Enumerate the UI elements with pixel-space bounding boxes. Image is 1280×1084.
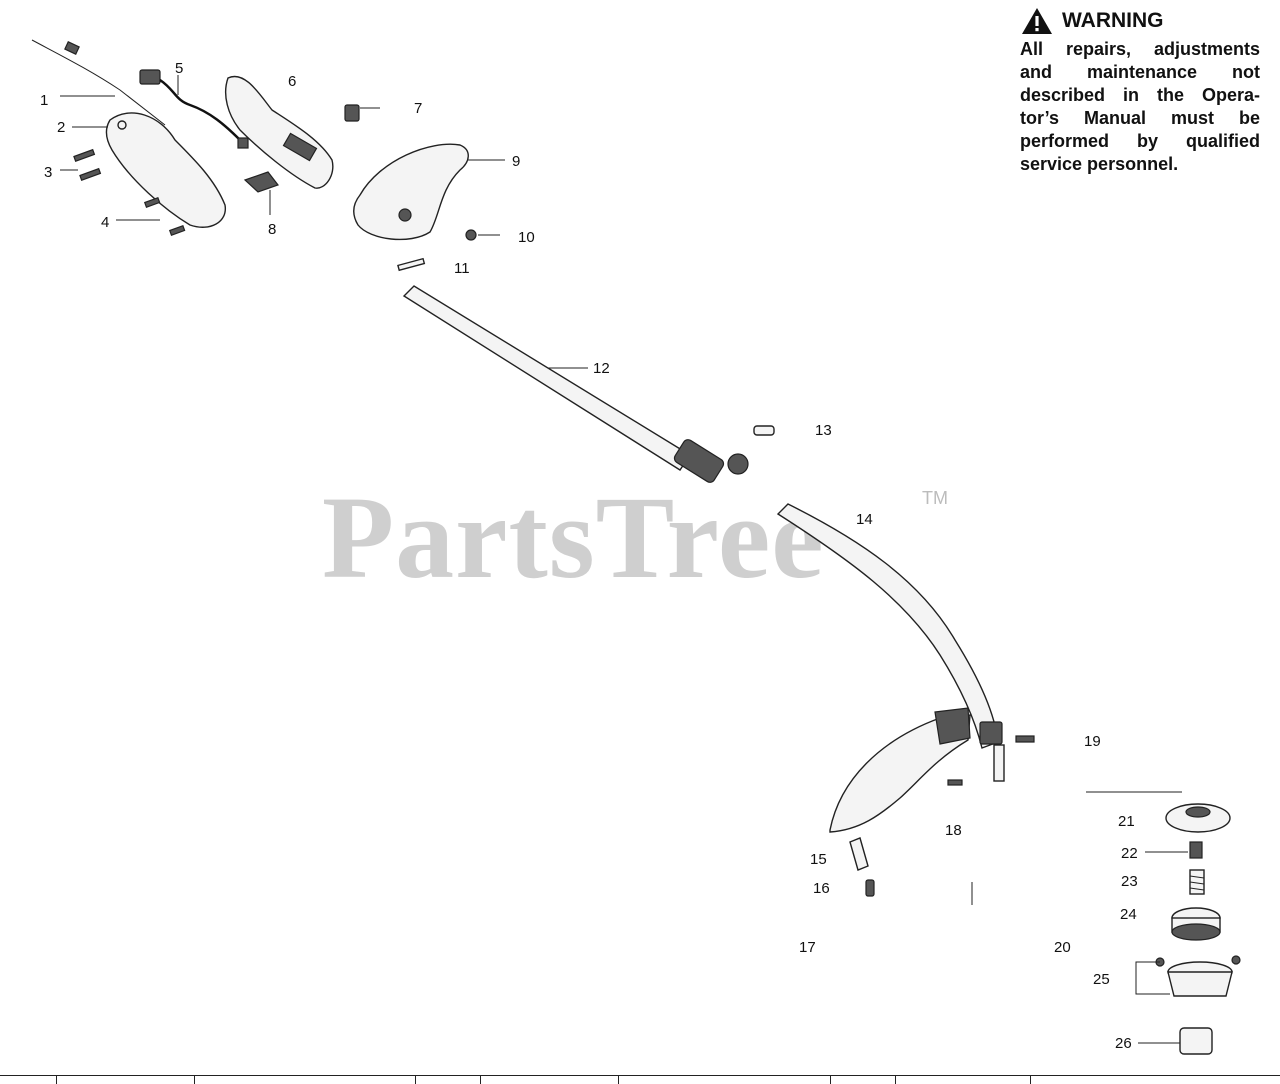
warning-line: and maintenance not <box>1020 62 1260 82</box>
part-2-handle-housing-left[interactable] <box>105 112 226 228</box>
callout-13: 13 <box>815 422 832 439</box>
callout-8: 8 <box>268 221 276 238</box>
footer-divider <box>895 1076 896 1084</box>
part-10-nut[interactable] <box>465 229 477 241</box>
trademark-mark: TM <box>922 488 948 508</box>
warning-body: All repairs, adjustments and maintenance… <box>1020 38 1260 176</box>
footer-divider <box>194 1076 195 1084</box>
part-8-trigger[interactable] <box>243 171 279 193</box>
callout-9: 9 <box>512 153 520 170</box>
warning-title: WARNING <box>1062 9 1164 32</box>
callout-14: 14 <box>856 511 873 528</box>
part-7-clip[interactable] <box>344 104 360 122</box>
callout-23: 23 <box>1121 873 1138 890</box>
footer-divider <box>1030 1076 1031 1084</box>
warning-heading: WARNING <box>1020 4 1260 38</box>
watermark: PartsTree <box>322 472 825 603</box>
callout-22: 22 <box>1121 845 1138 862</box>
callout-21: 21 <box>1118 813 1135 830</box>
warning-line: tor’s Manual must be <box>1020 108 1260 128</box>
callout-15: 15 <box>810 851 827 868</box>
part-1-throttle-cable[interactable] <box>31 39 166 126</box>
footer-divider <box>618 1076 619 1084</box>
part-21-spool-housing[interactable] <box>1165 803 1231 833</box>
part-25-cover[interactable] <box>1155 955 1241 997</box>
footer-rule <box>0 1075 1280 1084</box>
leader-lines <box>60 75 1188 1044</box>
callout-1: 1 <box>40 92 48 109</box>
part-22-shaft-adapter[interactable] <box>1189 841 1203 859</box>
callout-26: 26 <box>1115 1035 1132 1052</box>
part-4-screws[interactable] <box>143 196 186 236</box>
callout-11: 11 <box>454 260 470 277</box>
callout-5: 5 <box>175 60 183 77</box>
callout-17: 17 <box>799 939 816 956</box>
part-19-screw[interactable] <box>1015 735 1035 743</box>
part-15-guard[interactable] <box>829 707 971 871</box>
callout-12: 12 <box>593 360 610 377</box>
callout-4: 4 <box>101 214 109 231</box>
footer-divider <box>56 1076 57 1084</box>
part-23-spring[interactable] <box>1189 869 1205 895</box>
callout-2: 2 <box>57 119 65 136</box>
callout-6: 6 <box>288 73 296 90</box>
warning-line: service personnel. <box>1020 154 1179 174</box>
part-5-wire-harness[interactable] <box>139 69 249 149</box>
warning-line: All repairs, adjustments <box>1020 39 1260 59</box>
warning-triangle-icon <box>1022 8 1052 34</box>
warning-line: performed by qualified <box>1020 131 1260 151</box>
part-14-lower-shaft[interactable] <box>776 503 1005 782</box>
footer-divider <box>480 1076 481 1084</box>
part-16-clip[interactable] <box>865 879 875 897</box>
callout-7: 7 <box>414 100 422 117</box>
callout-16: 16 <box>813 880 830 897</box>
part-3-screws[interactable] <box>73 148 102 182</box>
callout-24: 24 <box>1120 906 1137 923</box>
part-24-spool[interactable] <box>1171 907 1221 941</box>
callout-19: 19 <box>1084 733 1101 750</box>
footer-divider <box>415 1076 416 1084</box>
part-11-bolt[interactable] <box>397 257 426 272</box>
part-12-upper-shaft[interactable] <box>402 285 749 484</box>
warning-line: described in the Opera- <box>1020 85 1260 105</box>
callout-10: 10 <box>518 229 535 246</box>
warning-notice: WARNING All repairs, adjustments and mai… <box>1020 4 1260 176</box>
callout-numbers: 1 2 3 4 5 6 7 8 9 10 11 12 13 14 15 16 1… <box>40 60 1138 1052</box>
callout-18: 18 <box>945 822 962 839</box>
part-13-knob[interactable] <box>753 425 775 436</box>
footer-divider <box>830 1076 831 1084</box>
callout-3: 3 <box>44 164 52 181</box>
part-26-bump-knob[interactable] <box>1179 1027 1213 1055</box>
callout-25: 25 <box>1093 971 1110 988</box>
part-18-screw[interactable] <box>947 779 963 786</box>
callout-20: 20 <box>1054 939 1071 956</box>
part-6-handle-housing-right[interactable] <box>224 75 334 189</box>
part-9-rear-grip[interactable] <box>353 143 469 241</box>
